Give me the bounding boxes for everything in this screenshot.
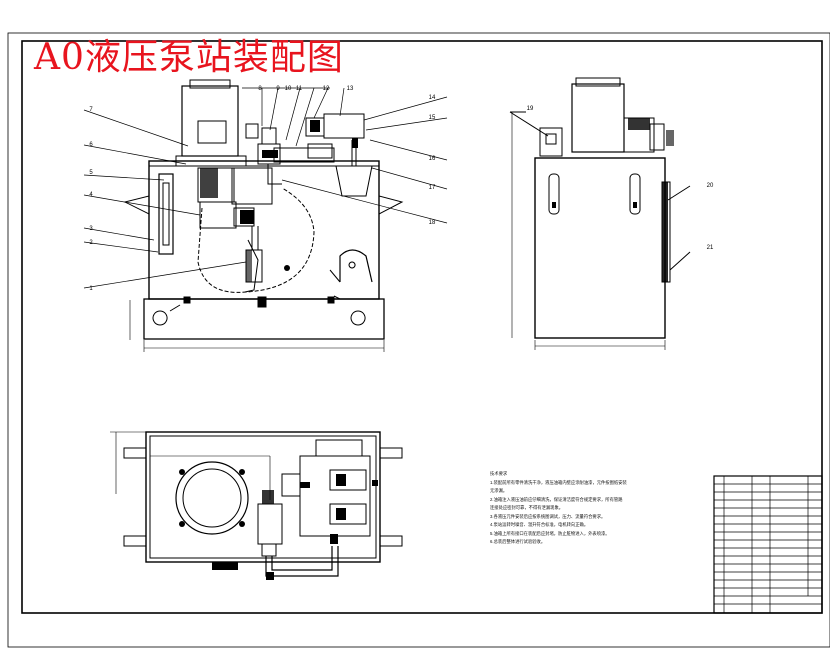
balloon-19: 19 (527, 106, 534, 112)
top-tank (145, 431, 381, 563)
balloon-20: 20 (707, 183, 714, 189)
balloon-13: 13 (347, 86, 354, 92)
top-view (110, 431, 403, 577)
tech-note-line: 4.泵站运转时噪音、温升符合标准，电机转向正确。 (490, 522, 589, 527)
tech-note-line: 连接处应密封可靠，不得有泄漏现象。 (490, 505, 564, 510)
tech-note-line: 无渗漏。 (490, 488, 508, 493)
tech-note-line: 3.各液压元件安装后应按系统图调试，压力、流量符合要求。 (490, 513, 606, 519)
balloon-7: 7 (89, 107, 93, 113)
balloon-12: 12 (323, 86, 330, 92)
technical-requirements: 技术要求 1.装配前所有零件清洗干净，液压油箱内壁应涂耐油漆，元件按图纸安装 无… (490, 470, 700, 547)
balloon-1: 1 (89, 286, 93, 292)
balloon-15: 15 (429, 115, 436, 121)
side-tank (534, 157, 666, 339)
front-view (123, 79, 404, 352)
level-gauge (158, 173, 174, 255)
oil-tank (148, 160, 380, 300)
tech-note-heading: 技术要求 (490, 471, 508, 476)
tech-note-line: 5.油箱上所有接口在装配后应封堵，防止脏物进入，外表喷漆。 (490, 530, 610, 536)
balloon-2: 2 (89, 240, 93, 246)
title-block (713, 475, 823, 614)
balloon-6: 6 (89, 142, 93, 148)
balloon-8: 8 (258, 86, 262, 92)
tech-note-line: 2.油箱注入液压油前应仔细清洗，保证清洁度符合规定要求，所有管路 (490, 496, 623, 502)
balloon-5: 5 (89, 170, 93, 176)
drawing-title: A0液压泵站装配图 (34, 37, 344, 78)
balloon-14: 14 (429, 95, 436, 101)
side-motor (571, 83, 625, 153)
balloon-9: 9 (276, 86, 280, 92)
balloon-21: 21 (707, 245, 714, 251)
motor-flange (175, 461, 249, 535)
balloon-10: 10 (285, 86, 292, 92)
balloon-16: 16 (429, 156, 436, 162)
drawing-frame (7, 32, 830, 648)
leader-lines (83, 87, 448, 289)
balloon-labels: 1 2 3 4 5 6 7 8 9 10 11 12 13 14 15 16 1… (89, 86, 714, 292)
tech-note-line: 1.装配前所有零件清洗干净，液压油箱内壁应涂耐油漆，元件按图纸安装 (490, 479, 627, 485)
balloon-4: 4 (89, 192, 93, 198)
tech-note-line: 6.总装后整体进行试验验收。 (490, 539, 546, 544)
balloon-11: 11 (296, 86, 303, 92)
balloon-18: 18 (429, 220, 436, 226)
balloon-17: 17 (429, 185, 436, 191)
balloon-3: 3 (89, 226, 93, 232)
